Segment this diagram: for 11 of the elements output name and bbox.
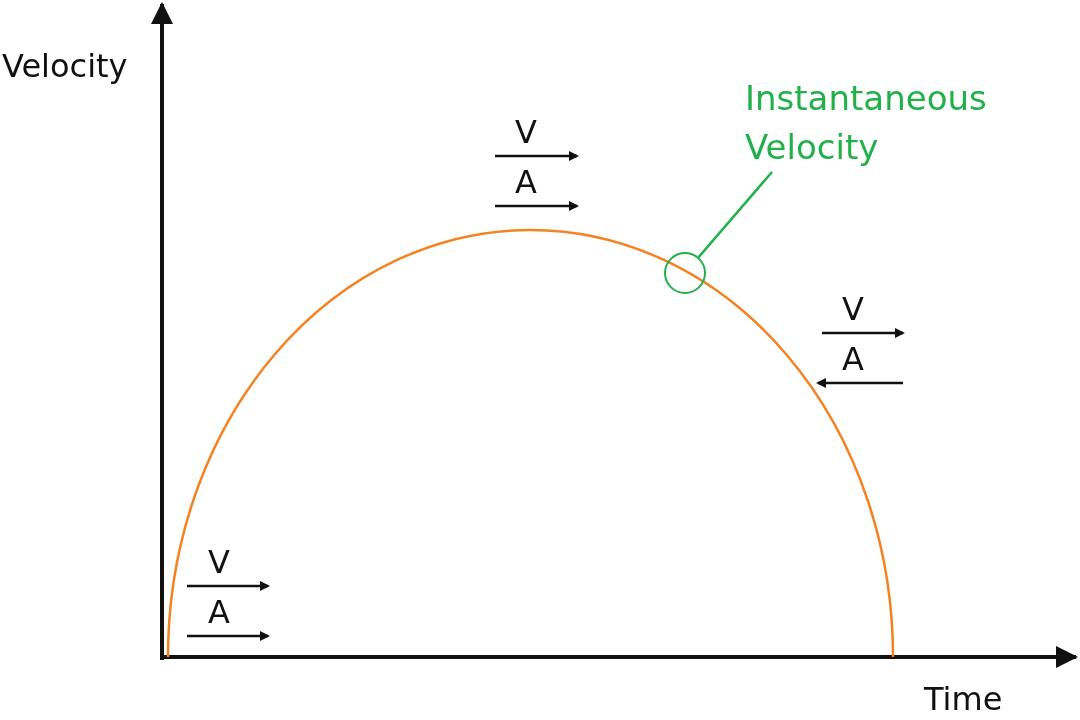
vector-label: A	[208, 596, 230, 628]
vector-label: A	[515, 166, 537, 198]
axis-title: Time	[924, 683, 1003, 715]
callout-text: Instantaneous Velocity	[745, 74, 1020, 172]
vector-label: V	[208, 546, 230, 578]
vector-label: A	[842, 343, 864, 375]
highlight-circle	[664, 252, 706, 294]
axis-title: Velocity	[2, 50, 128, 82]
leader-line	[697, 171, 773, 258]
vector-label: V	[515, 116, 537, 148]
vector-label: V	[842, 293, 864, 325]
